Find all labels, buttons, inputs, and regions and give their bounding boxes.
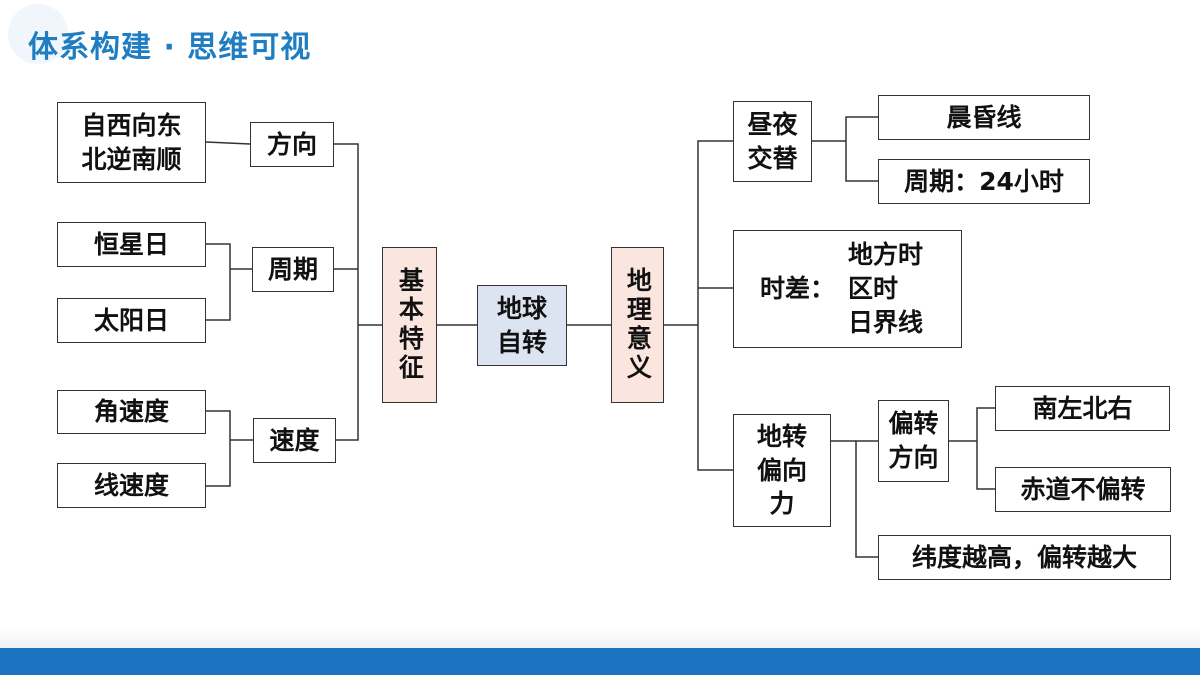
node-sidereal-day: 恒星日 [57, 222, 206, 267]
page-title: 体系构建 · 思维可视 [28, 30, 312, 65]
node-day-night-alternation: 昼夜 交替 [733, 101, 812, 182]
node-linear-speed: 线速度 [57, 463, 206, 508]
time-item-date-line: 日界线 [848, 307, 924, 337]
node-south-left-north-right: 南左北右 [995, 386, 1170, 431]
node-basic-features: 基本特征 [382, 247, 437, 403]
node-latitude-rule: 纬度越高，偏转越大 [878, 535, 1171, 580]
node-geo-significance: 地理意义 [611, 247, 664, 403]
node-period: 周期 [252, 247, 334, 292]
title-decoration [8, 4, 68, 64]
time-difference-items: 地方时 区时 日界线 [848, 238, 923, 339]
node-time-difference: 时差： 地方时 区时 日界线 [733, 230, 962, 348]
time-item-zone-time: 区时 [848, 274, 899, 304]
node-speed: 速度 [253, 418, 336, 463]
node-deflection-direction: 偏转 方向 [878, 400, 949, 482]
node-equator-no-deflection: 赤道不偏转 [995, 467, 1171, 512]
node-coriolis-force: 地转 偏向 力 [733, 414, 831, 527]
node-rotation-direction-desc: 自西向东 北逆南顺 [57, 102, 206, 183]
node-basic-features-label: 基本特征 [395, 267, 425, 383]
node-direction: 方向 [250, 122, 334, 167]
footer-gradient [0, 628, 1200, 648]
node-terminator: 晨昏线 [878, 95, 1090, 140]
node-earth-rotation: 地球 自转 [477, 285, 567, 366]
node-day-period: 周期：24小时 [878, 159, 1090, 204]
node-angular-speed: 角速度 [57, 390, 206, 434]
time-item-local-time: 地方时 [848, 240, 924, 270]
node-geo-significance-label: 地理意义 [623, 267, 653, 383]
node-solar-day: 太阳日 [57, 298, 206, 343]
time-difference-label: 时差： [760, 274, 836, 304]
footer-bar [0, 648, 1200, 675]
